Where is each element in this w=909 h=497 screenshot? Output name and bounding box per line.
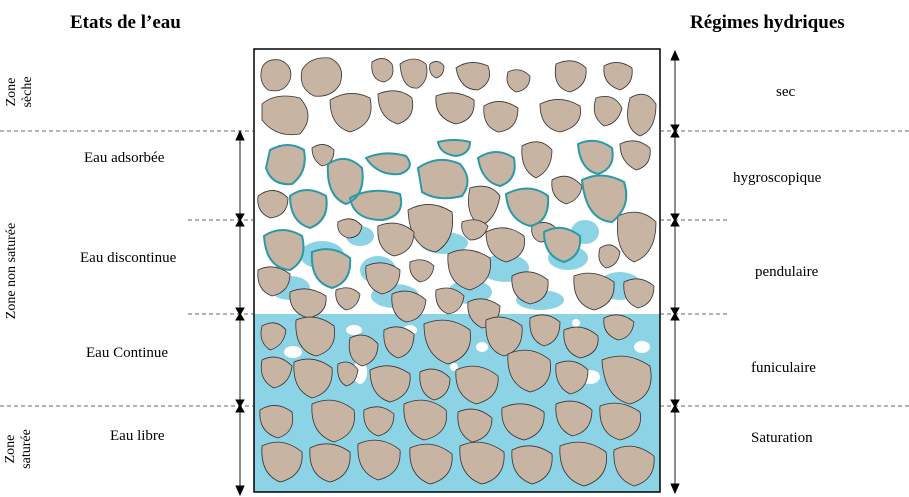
regime-hygroscopic: hygroscopique: [733, 170, 822, 186]
water-state-discontinuous: Eau discontinue: [80, 250, 177, 266]
profile-frame: [253, 48, 661, 493]
water-state-continuous: Eau Continue: [86, 345, 169, 361]
right-measure-arrows: [670, 49, 680, 495]
water-state-adsorbed: Eau adsorbée: [84, 150, 165, 166]
water-regimes-title: Régimes hydriques: [690, 12, 845, 33]
left-measure-arrows: [235, 129, 245, 497]
water-states-title: Etats de l’eau: [70, 12, 181, 33]
adsorbed-water-films: [262, 139, 628, 290]
water-state-free: Eau libre: [110, 428, 165, 444]
zone-separators: [0, 130, 909, 407]
regime-dry: sec: [776, 84, 796, 100]
regime-funicular: funiculaire: [751, 360, 816, 376]
regime-pendular: pendulaire: [755, 264, 819, 280]
regime-saturation: Saturation: [751, 430, 813, 446]
